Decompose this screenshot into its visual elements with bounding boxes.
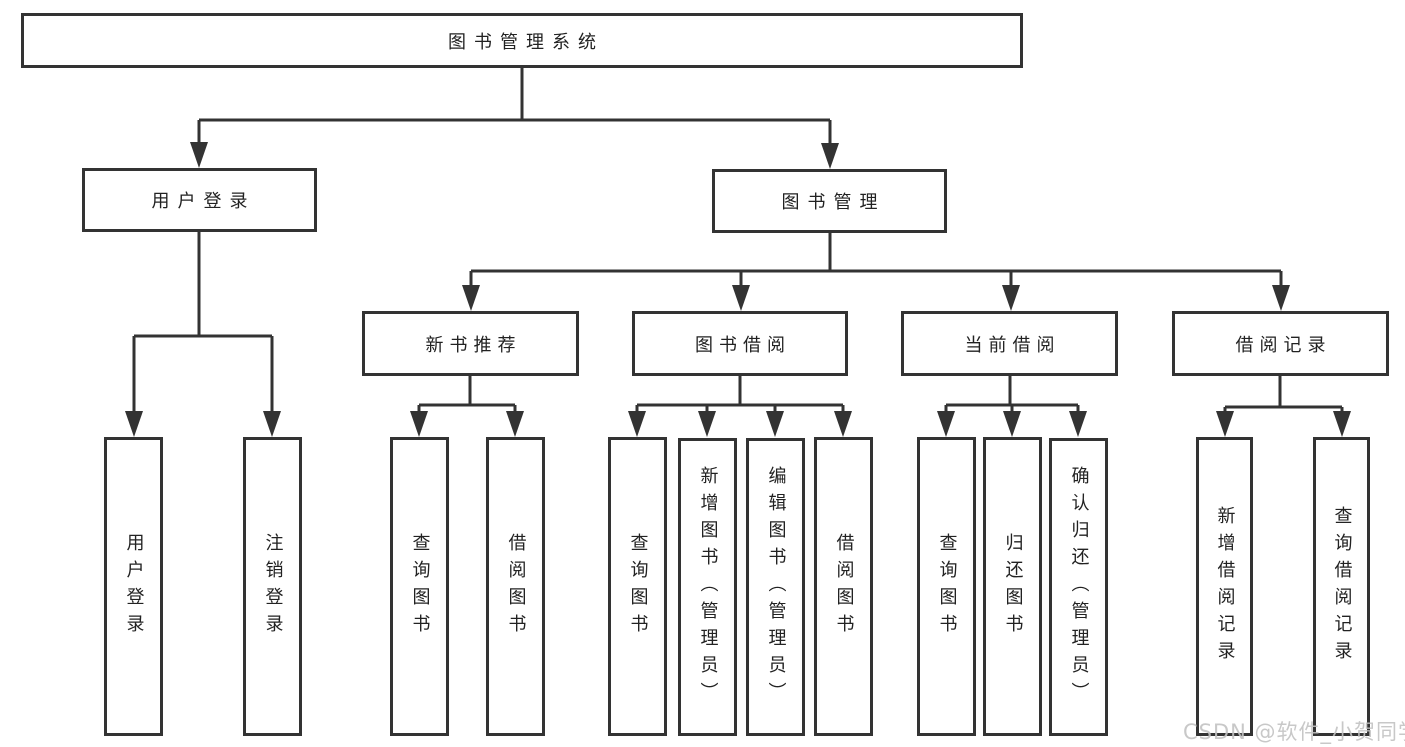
leaf-borrow-book: 借阅图书 <box>486 437 545 736</box>
leaf-user-login: 用户登录 <box>104 437 163 736</box>
node-user-login: 用户登录 <box>82 168 317 232</box>
node-book-borrowing: 图书借阅 <box>632 311 848 376</box>
leaf-query-borrow-record: 查询借阅记录 <box>1313 437 1370 736</box>
node-borrowing-records: 借阅记录 <box>1172 311 1389 376</box>
node-book-management: 图书管理 <box>712 169 947 233</box>
node-new-book-recommend: 新书推荐 <box>362 311 579 376</box>
node-current-borrowing: 当前借阅 <box>901 311 1118 376</box>
leaf-add-book-admin: 新增图书（管理员） <box>678 438 737 736</box>
leaf-add-borrow-record: 新增借阅记录 <box>1196 437 1253 736</box>
csdn-watermark: CSDN @软件_小贺同学 <box>1183 720 1405 744</box>
leaf-confirm-return-admin: 确认归还（管理员） <box>1049 438 1108 736</box>
leaf-query-book: 查询图书 <box>390 437 449 736</box>
leaf-return-book: 归还图书 <box>983 437 1042 736</box>
leaf-query-book: 查询图书 <box>608 437 667 736</box>
node-library-system: 图书管理系统 <box>21 13 1023 68</box>
leaf-edit-book-admin: 编辑图书（管理员） <box>746 438 805 736</box>
leaf-query-book: 查询图书 <box>917 437 976 736</box>
leaf-borrow-book: 借阅图书 <box>814 437 873 736</box>
leaf-logout: 注销登录 <box>243 437 302 736</box>
